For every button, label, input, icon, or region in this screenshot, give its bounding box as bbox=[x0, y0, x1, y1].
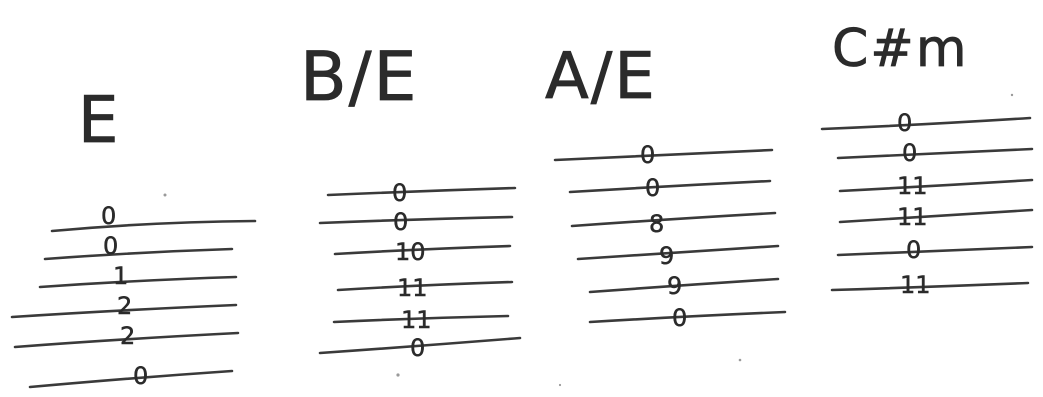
chord-name-a-over-e: A/E bbox=[545, 40, 657, 114]
fret-number: 0 bbox=[897, 109, 912, 137]
chord-block-b-over-e: B/E 0 0 10 11 11 0 bbox=[300, 38, 522, 362]
fret-number: 11 bbox=[900, 271, 931, 299]
tab-string-line bbox=[576, 244, 780, 261]
fret-number: 0 bbox=[392, 179, 407, 207]
tab-string-line bbox=[568, 179, 772, 194]
tab-string-line bbox=[836, 245, 1034, 257]
tab-string-line bbox=[830, 281, 1030, 292]
fret-number: 1 bbox=[113, 262, 128, 290]
tab-string-line bbox=[13, 331, 240, 349]
fret-number: 0 bbox=[645, 174, 660, 202]
tab-string-line bbox=[588, 277, 780, 294]
fret-number: 0 bbox=[640, 141, 655, 169]
fret-number: 0 bbox=[393, 208, 408, 236]
fret-number: 0 bbox=[410, 334, 425, 362]
tab-string-line bbox=[332, 314, 510, 324]
tab-string-line bbox=[570, 211, 777, 228]
scan-speck bbox=[738, 358, 742, 362]
chord-name-e: E bbox=[78, 84, 120, 158]
fret-number: 9 bbox=[667, 272, 682, 300]
tab-string-line bbox=[318, 336, 522, 355]
tab-string-line bbox=[553, 148, 774, 162]
fret-number: 0 bbox=[672, 304, 687, 332]
fret-number: 11 bbox=[397, 274, 428, 302]
tab-string-line bbox=[50, 219, 257, 233]
scan-speck bbox=[163, 193, 167, 197]
fret-number: 0 bbox=[101, 202, 116, 230]
fret-number: 11 bbox=[897, 203, 928, 231]
fret-number: 11 bbox=[897, 172, 928, 200]
fret-number: 0 bbox=[133, 362, 148, 390]
scan-speck bbox=[1010, 93, 1014, 97]
tab-string-line bbox=[838, 208, 1034, 224]
tab-string-line bbox=[326, 186, 517, 197]
fret-number: 0 bbox=[902, 139, 917, 167]
tab-string-line bbox=[836, 147, 1034, 160]
fret-number: 8 bbox=[649, 210, 664, 238]
tab-string-line bbox=[43, 247, 234, 261]
tab-string-line bbox=[336, 280, 514, 292]
chord-block-c-sharp-minor: C#m 0 0 11 11 0 11 bbox=[820, 19, 1034, 299]
chord-name-c-sharp-minor: C#m bbox=[832, 19, 969, 79]
fret-number: 9 bbox=[659, 242, 674, 270]
fret-number: 11 bbox=[401, 306, 432, 334]
chord-name-b-over-e: B/E bbox=[300, 38, 419, 117]
fret-number: 2 bbox=[117, 292, 132, 320]
fret-number: 0 bbox=[906, 236, 921, 264]
tab-string-line bbox=[10, 303, 238, 319]
scan-speck bbox=[396, 373, 400, 377]
tab-string-line bbox=[838, 178, 1034, 193]
fret-number: 0 bbox=[103, 232, 118, 260]
chord-block-e: E 0 0 1 2 2 0 bbox=[10, 84, 257, 390]
fret-number: 10 bbox=[395, 238, 426, 266]
fret-number: 2 bbox=[120, 322, 135, 350]
scan-speck bbox=[558, 383, 562, 387]
tab-string-line bbox=[38, 275, 238, 289]
tab-string-line bbox=[588, 310, 787, 324]
tab-string-line bbox=[820, 116, 1032, 131]
tab-string-line bbox=[318, 215, 514, 225]
chord-block-a-over-e: A/E 0 0 8 9 9 0 bbox=[545, 40, 787, 332]
tab-string-line bbox=[28, 369, 234, 389]
tab-string-line bbox=[333, 244, 512, 256]
